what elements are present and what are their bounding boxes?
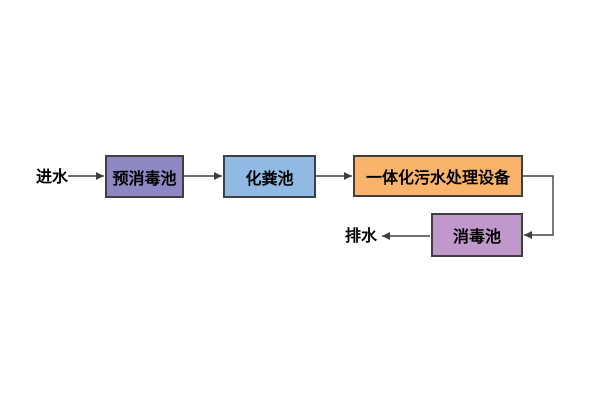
node-pre-disinfection-tank: 预消毒池 <box>105 155 184 198</box>
arrow-integrated-to-disinfection <box>523 175 554 239</box>
node-disinfection-tank: 消毒池 <box>431 213 523 257</box>
node-integrated-treatment-unit: 一体化污水处理设备 <box>353 155 523 197</box>
inlet-label: 进水 <box>36 169 69 186</box>
outlet-label: 排水 <box>345 228 378 245</box>
node-septic-tank: 化粪池 <box>223 155 316 198</box>
